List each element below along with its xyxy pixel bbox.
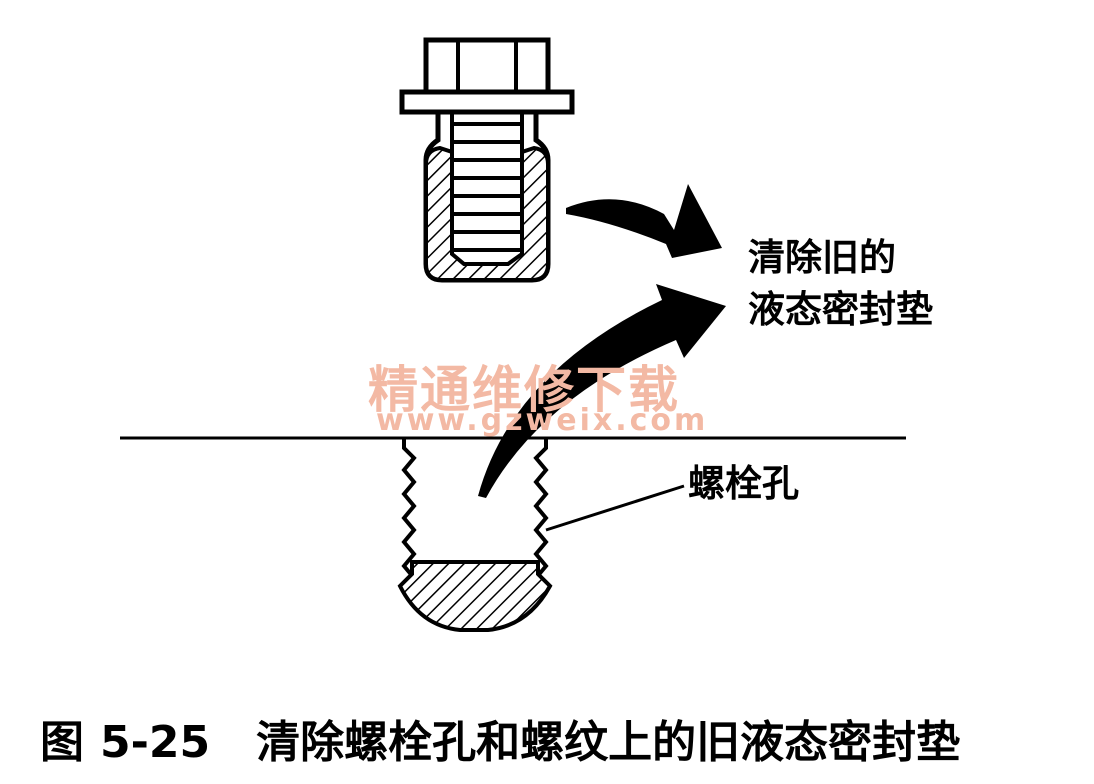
arrow-from-bolt <box>566 184 722 258</box>
bolt-flange <box>399 89 575 115</box>
bolt-hole-leader-line <box>545 484 685 532</box>
bolt-hole <box>397 438 553 632</box>
hole-old-sealant <box>397 560 553 632</box>
bolt-hole-label: 螺栓孔 <box>688 462 799 505</box>
bolt-threads <box>450 112 524 254</box>
hole-right-thread <box>533 438 549 590</box>
hole-left-thread <box>401 438 417 590</box>
watermark-text: 精通维修下载 <box>368 361 680 419</box>
bolt-hex-head <box>423 37 551 95</box>
watermark-url: www.gzweix.com <box>376 403 709 438</box>
arrow-from-hole <box>478 284 726 498</box>
figure-caption: 图 5-25 清除螺栓孔和螺纹上的旧液态密封垫 <box>40 706 960 770</box>
caption-title: 清除螺栓孔和螺纹上的旧液态密封垫 <box>256 717 961 768</box>
bolt <box>399 37 575 283</box>
remove-old-sealant-label: 清除旧的 液态密封垫 <box>748 232 933 336</box>
caption-prefix: 图 <box>40 717 84 768</box>
remove-label-line1: 清除旧的 <box>748 236 896 279</box>
caption-number: 5-25 <box>100 717 211 768</box>
remove-label-line2: 液态密封垫 <box>748 288 933 331</box>
